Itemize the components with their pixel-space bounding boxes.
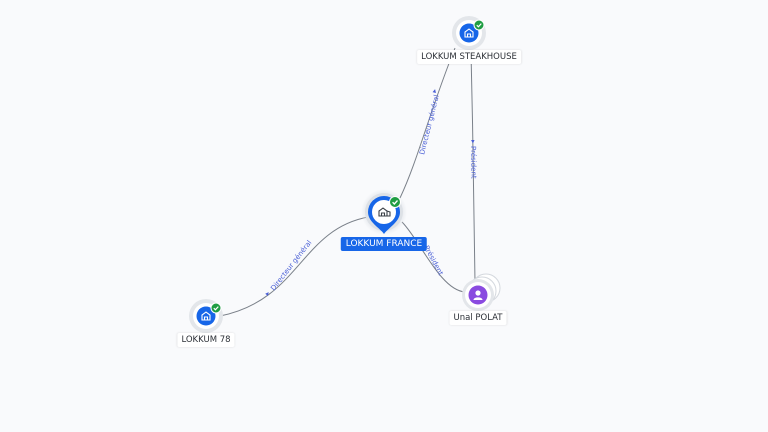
edges: Directeur général ▸ Président ▸ Directeu… [219,47,478,317]
edge-label-president-right: Président [469,146,478,179]
edge-arrow-icon: ▸ [430,88,439,94]
edge-unal-steakhouse[interactable]: Président ▸ [469,51,478,283]
node-lokkum-steakhouse[interactable] [452,16,486,50]
edge-label-directeur-general-top: Directeur général [418,94,441,156]
edge-arrow-icon: ▸ [469,140,477,144]
verified-check-icon [389,196,401,208]
edge-l78-france[interactable]: Directeur général ▸ [219,216,369,317]
node-label-lokkum-france[interactable]: LOKKUM FRANCE [340,237,428,251]
node-disc [372,200,396,224]
building-icon [464,28,474,38]
node-label-lokkum-78[interactable]: LOKKUM 78 [177,333,235,347]
verified-check-icon [473,19,485,31]
node-disc [196,306,216,326]
node-unal-polat[interactable] [462,273,501,311]
edge-unal-france[interactable]: Président [401,221,466,293]
node-label-unal-polat[interactable]: Unal POLAT [449,311,507,325]
edge-label-directeur-general-left: Directeur général [269,239,313,292]
node-lokkum-france[interactable] [361,189,407,235]
node-disc [459,23,479,43]
building-icon [201,311,211,321]
node-lokkum-78[interactable] [189,299,223,333]
building-icon [378,207,391,217]
person-icon [473,290,483,300]
node-label-lokkum-steakhouse[interactable]: LOKKUM STEAKHOUSE [417,50,521,64]
edge-france-steakhouse[interactable]: Directeur général ▸ [399,47,456,199]
verified-check-icon [210,302,222,314]
edge-arrow-icon: ▸ [263,289,272,297]
